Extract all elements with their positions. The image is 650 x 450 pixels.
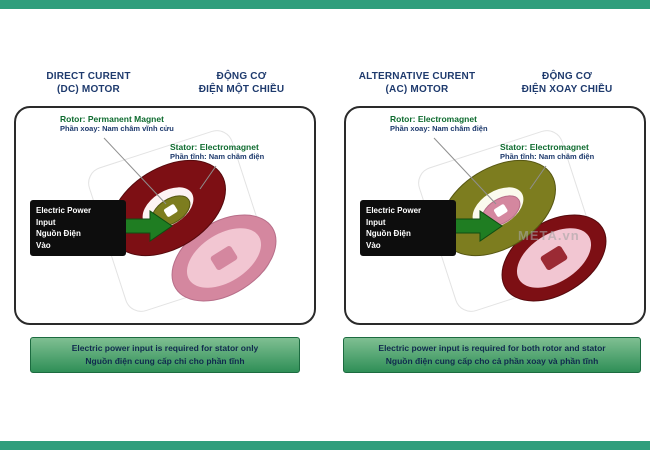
ac-stator-label-vi: Phần tĩnh: Nam châm điện <box>500 152 595 161</box>
ac-panel-header: ALTERNATIVE CURENT (AC) MOTOR ĐỘNG CƠ ĐI… <box>342 70 642 96</box>
watermark: META.vn <box>518 228 580 243</box>
ac-title-vi-line2: ĐIỆN XOAY CHIỀU <box>521 84 613 95</box>
ac-caption-box: Electric power input is required for bot… <box>343 337 641 373</box>
dc-rotor-label-vi: Phần xoay: Nam châm vĩnh cửu <box>60 124 174 133</box>
ac-caption-vi: Nguồn điện cung cấp cho cả phần xoay và … <box>385 355 599 366</box>
ac-diagram-box: Rotor: Electromagnet Phần xoay: Nam châm… <box>344 106 646 325</box>
dc-title-vi-line2: ĐIỆN MỘT CHIỀU <box>198 84 285 95</box>
ac-power-input-box: Electric Power Input Nguồn Điện Vào <box>360 200 456 257</box>
ac-title-en-line1: ALTERNATIVE CURENT <box>358 71 476 82</box>
dc-title-english: DIRECT CURENT (DC) MOTOR <box>12 70 165 96</box>
ac-power-line4: Vào <box>366 240 381 250</box>
ac-rotor-slot <box>494 204 508 217</box>
ac-rotor-label-vi: Phần xoay: Nam châm điện <box>390 124 488 133</box>
dc-motor-panel: DIRECT CURENT (DC) MOTOR ĐỘNG CƠ ĐIỆN MỘ… <box>12 70 318 373</box>
dc-rotor-label: Rotor: Permanent Magnet Phần xoay: Nam c… <box>60 114 174 133</box>
ac-caption-en: Electric power input is required for bot… <box>378 343 606 353</box>
ac-power-line1: Electric Power <box>366 206 422 215</box>
dc-title-vietnamese: ĐỘNG CƠ ĐIỆN MỘT CHIỀU <box>165 70 318 96</box>
ac-power-line3: Nguồn Điện <box>366 229 411 239</box>
ac-stator-label: Stator: Electromagnet Phần tĩnh: Nam châ… <box>500 142 594 161</box>
dc-power-line1: Electric Power <box>36 206 92 215</box>
ac-rotor-leader-line <box>433 137 497 205</box>
dc-power-line2: Input <box>36 217 56 227</box>
ac-rotor-label: Rotor: Electromagnet Phần xoay: Nam châm… <box>390 114 488 133</box>
dc-panel-header: DIRECT CURENT (DC) MOTOR ĐỘNG CƠ ĐIỆN MỘ… <box>12 70 318 96</box>
dc-caption-vi: Nguồn điện cung cấp chỉ cho phần tĩnh <box>85 355 245 366</box>
dc-title-en-line2: (DC) MOTOR <box>57 84 120 95</box>
dc-power-line4: Vào <box>36 240 51 250</box>
ac-motor-panel: ALTERNATIVE CURENT (AC) MOTOR ĐỘNG CƠ ĐI… <box>342 70 646 373</box>
ac-stator-label-en: Stator: Electromagnet <box>500 142 589 152</box>
ac-power-line2: Input <box>366 217 386 227</box>
dc-rotor-slot <box>164 204 178 217</box>
dc-power-line3: Nguồn Điện <box>36 229 81 239</box>
dc-caption-en: Electric power input is required for sta… <box>71 343 259 353</box>
ac-title-vi-line1: ĐỘNG CƠ <box>542 71 592 82</box>
bottom-teal-bar <box>0 441 650 450</box>
dc-housing-detail <box>210 245 238 271</box>
ac-housing-ring <box>501 214 607 302</box>
dc-motor-illustration <box>88 130 277 312</box>
top-teal-bar <box>0 0 650 9</box>
dc-power-input-box: Electric Power Input Nguồn Điện Vào <box>30 200 126 257</box>
ac-housing-detail <box>540 245 568 271</box>
dc-housing-ring <box>171 214 277 302</box>
ac-motor-illustration <box>418 130 607 312</box>
dc-title-vi-line1: ĐỘNG CƠ <box>216 71 267 82</box>
dc-stator-label-en: Stator: Electromagnet <box>170 142 259 152</box>
dc-diagram-box: Rotor: Permanent Magnet Phần xoay: Nam c… <box>14 106 316 325</box>
dc-rotor-leader-line <box>103 137 167 205</box>
ac-title-vietnamese: ĐỘNG CƠ ĐIỆN XOAY CHIỀU <box>492 70 642 96</box>
ac-stator-leader-line <box>529 165 547 190</box>
ac-rotor-label-en: Rotor: Electromagnet <box>390 114 477 124</box>
dc-stator-label: Stator: Electromagnet Phần tĩnh: Nam châ… <box>170 142 264 161</box>
dc-stator-label-vi: Phần tĩnh: Nam châm điện <box>170 152 265 161</box>
ac-title-english: ALTERNATIVE CURENT (AC) MOTOR <box>342 70 492 96</box>
dc-rotor-label-en: Rotor: Permanent Magnet <box>60 114 164 124</box>
dc-title-en-line1: DIRECT CURENT <box>46 71 131 82</box>
dc-stator-leader-line <box>199 165 217 190</box>
dc-caption-box: Electric power input is required for sta… <box>30 337 300 373</box>
ac-title-en-line2: (AC) MOTOR <box>385 84 449 95</box>
